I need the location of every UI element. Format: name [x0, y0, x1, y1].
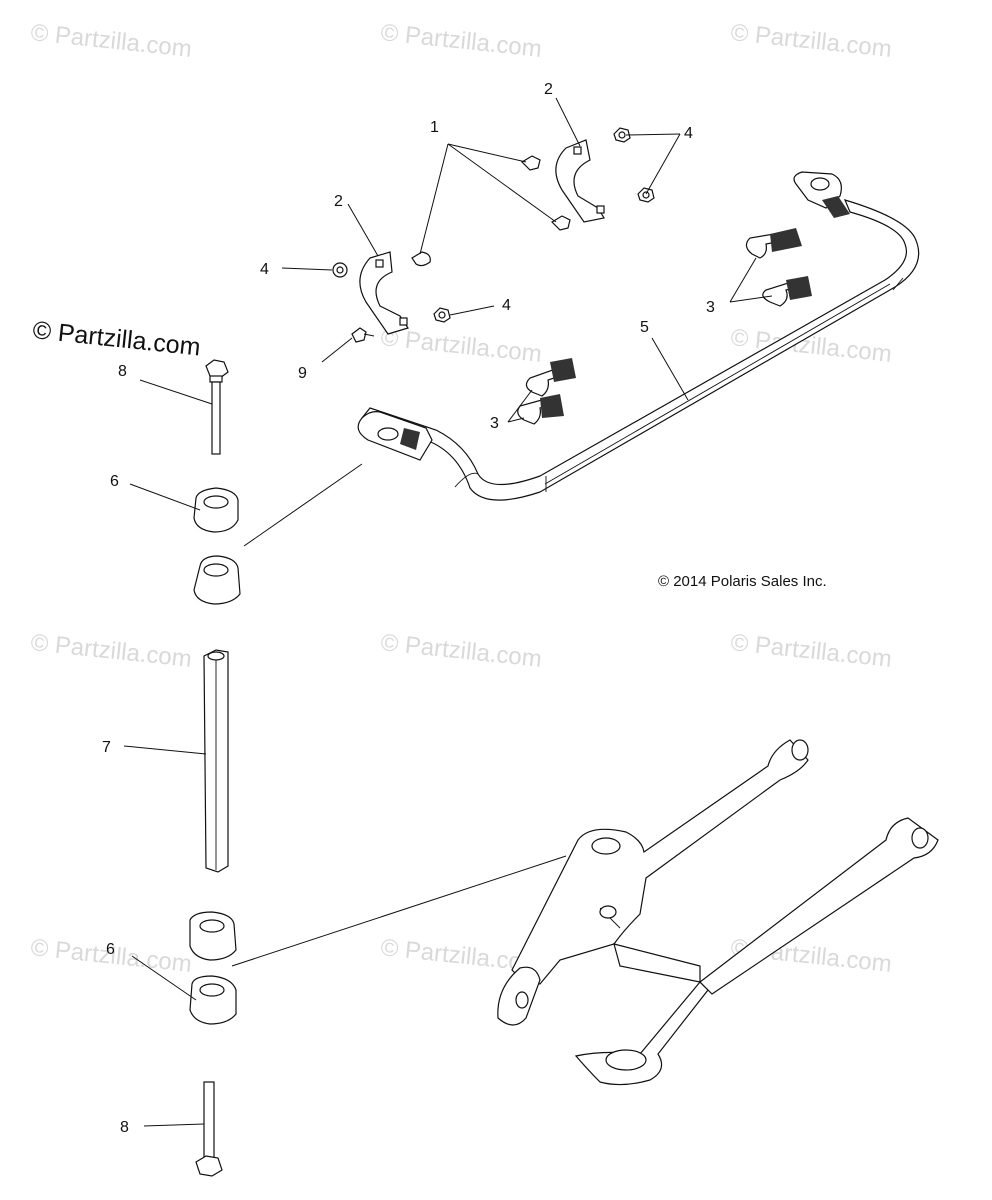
callouts: 1 2 2 4 4 4 3 3 5 9 8 6 7 6 8 [102, 81, 715, 1136]
watermark: © Partzilla.com [379, 629, 543, 673]
link-bolt-lower [195, 1081, 223, 1177]
watermark: © Partzilla.com [729, 629, 893, 673]
link-bushing-2 [193, 555, 241, 605]
bushing-group-right [745, 228, 812, 307]
callout-8: 8 [118, 363, 127, 380]
callout-4: 4 [502, 297, 511, 314]
brand-watermark: © Partzilla.com [31, 316, 201, 361]
stabilizer-bar [357, 171, 920, 501]
link-bushing-4 [189, 975, 237, 1025]
copyright-notice: © 2014 Polaris Sales Inc. [658, 573, 827, 590]
clamp-lower [359, 251, 409, 335]
callout-3: 3 [706, 299, 715, 316]
link-rod [203, 649, 229, 873]
watermark: © Partzilla.com [729, 19, 893, 63]
callout-7: 7 [102, 739, 111, 756]
callout-8: 8 [120, 1119, 129, 1136]
bolt-part-9 [351, 327, 375, 343]
callout-3: 3 [490, 415, 499, 432]
leader-lines [123, 97, 773, 1127]
bushing-group-left [517, 358, 576, 425]
callout-5: 5 [640, 319, 649, 336]
callout-1: 1 [430, 119, 439, 136]
callout-2: 2 [334, 193, 343, 210]
callout-4: 4 [260, 261, 269, 278]
bolts-part-1 [411, 155, 571, 267]
nuts-part-4 [332, 127, 655, 323]
callout-6: 6 [106, 941, 115, 958]
link-bolt-upper [205, 359, 229, 455]
control-arm-assembly [497, 739, 939, 1086]
watermark: © Partzilla.com [29, 629, 193, 673]
callout-9: 9 [298, 365, 307, 382]
callout-2: 2 [544, 81, 553, 98]
clamp-upper [555, 139, 605, 223]
watermarks: © Partzilla.com © Partzilla.com © Partzi… [29, 19, 893, 978]
link-bushing-3 [189, 911, 237, 961]
link-bushing-1 [193, 487, 239, 533]
callout-6: 6 [110, 473, 119, 490]
callout-4: 4 [684, 125, 693, 142]
watermark: © Partzilla.com [29, 19, 193, 63]
watermark: © Partzilla.com [379, 19, 543, 63]
watermark: © Partzilla.com [379, 324, 543, 368]
